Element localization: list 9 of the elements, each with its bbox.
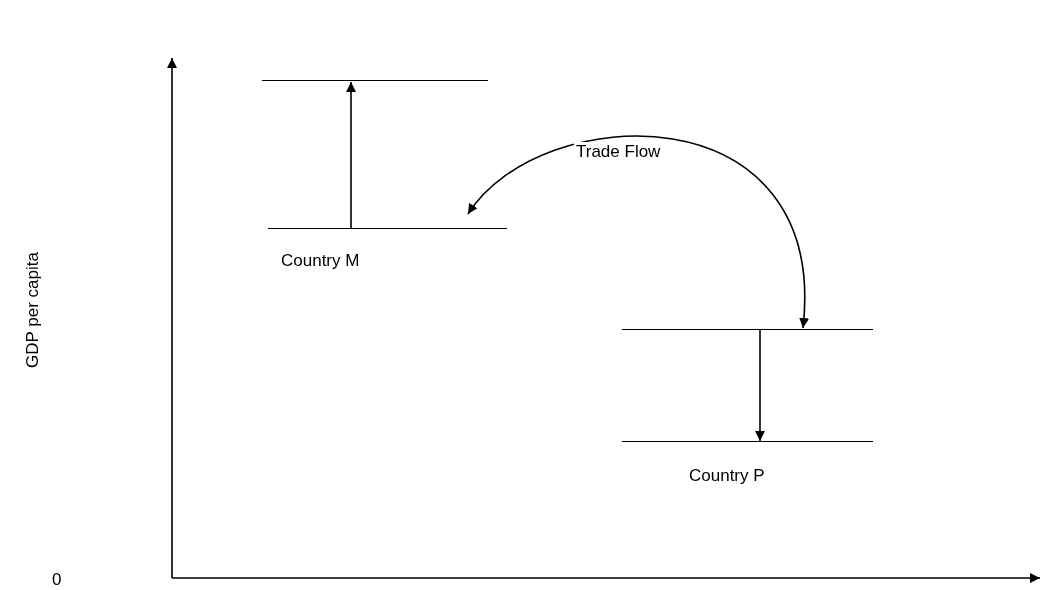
arrow xyxy=(467,135,809,329)
arrow xyxy=(755,329,765,442)
level-line xyxy=(262,80,488,82)
country-label: Country M xyxy=(281,251,360,271)
origin-label: 0 xyxy=(52,570,62,590)
level-line xyxy=(622,329,873,331)
arrow xyxy=(346,81,356,229)
axis-title: GDP per capita xyxy=(22,252,43,368)
country-label: Country P xyxy=(689,466,765,486)
